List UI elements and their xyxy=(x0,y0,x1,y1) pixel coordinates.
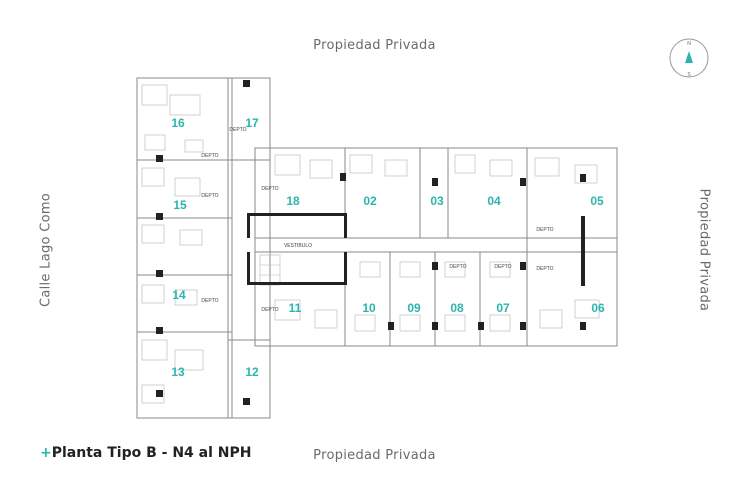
unit-number-02: 02 xyxy=(363,194,377,208)
depto-label: DEPTO xyxy=(536,266,553,272)
depto-label: DEPTO xyxy=(494,264,511,270)
depto-label: DEPTO xyxy=(201,193,218,199)
depto-label: DEPTO xyxy=(261,186,278,192)
unit-number-06: 06 xyxy=(591,301,605,315)
unit-number-07: 07 xyxy=(496,301,510,315)
plan-title-text: Planta Tipo B - N4 al NPH xyxy=(51,445,252,461)
unit-number-12: 12 xyxy=(245,365,259,379)
depto-label: DEPTO xyxy=(449,264,466,270)
street-label-bottom: Propiedad Privada xyxy=(313,448,436,463)
unit-number-17: 17 xyxy=(245,116,259,130)
plan-title: +Planta Tipo B - N4 al NPH xyxy=(40,445,251,461)
depto-label: DEPTO xyxy=(201,153,218,159)
depto-label: DEPTO xyxy=(261,307,278,313)
depto-label: DEPTO xyxy=(201,298,218,304)
depto-label: DEPTO xyxy=(229,127,246,133)
unit-number-16: 16 xyxy=(171,116,185,130)
unit-number-13: 13 xyxy=(171,365,185,379)
unit-number-15: 15 xyxy=(173,198,187,212)
core-walls xyxy=(247,213,585,286)
unit-number-11: 11 xyxy=(289,301,302,315)
unit-number-04: 04 xyxy=(487,194,501,208)
depto-label: DEPTO xyxy=(536,227,553,233)
unit-number-14: 14 xyxy=(172,288,186,302)
interior-details xyxy=(141,84,600,404)
north-arrow-icon: N S xyxy=(669,38,709,78)
unit-number-03: 03 xyxy=(430,194,444,208)
structural-columns xyxy=(156,80,586,405)
unit-number-10: 10 xyxy=(362,301,376,315)
plus-sign: + xyxy=(40,445,52,461)
compass-north-label: N xyxy=(687,41,691,47)
compass-south-label: S xyxy=(687,72,691,78)
street-label-top: Propiedad Privada xyxy=(313,38,436,53)
unit-number-18: 18 xyxy=(286,194,300,208)
building-outline xyxy=(136,77,618,419)
lobby-label: VESTIBULO xyxy=(284,243,312,249)
unit-number-09: 09 xyxy=(407,301,421,315)
unit-number-08: 08 xyxy=(450,301,464,315)
unit-number-05: 05 xyxy=(590,194,604,208)
